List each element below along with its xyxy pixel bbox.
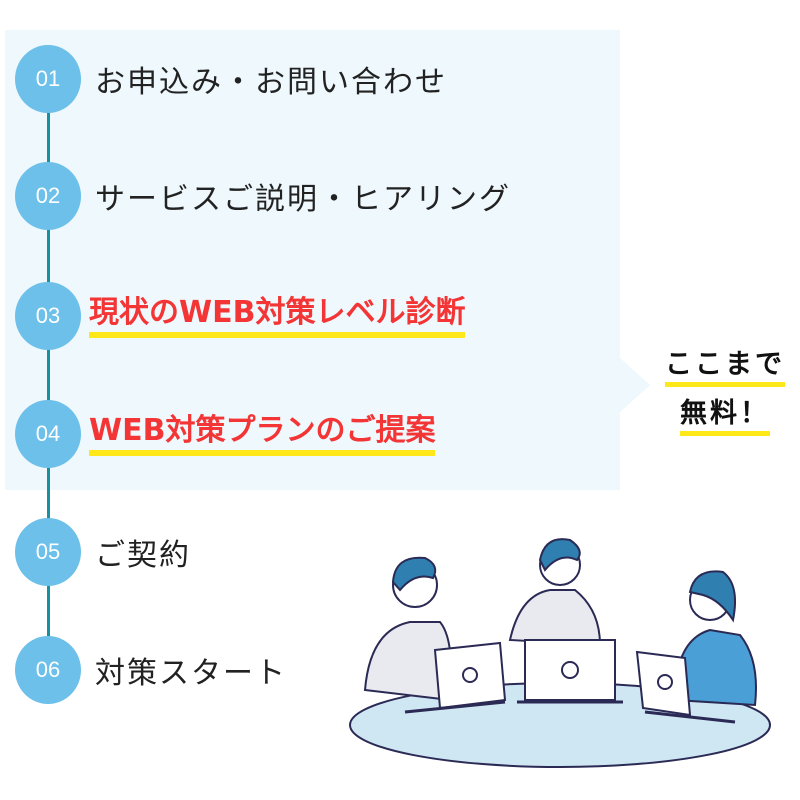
free-steps-panel	[5, 30, 620, 490]
person-middle-icon	[508, 538, 602, 647]
free-callout: ここまで 無料！	[650, 348, 800, 446]
panel-pointer	[620, 358, 650, 412]
timeline-line	[47, 80, 50, 680]
meeting-illustration	[349, 538, 771, 768]
step-number-badge: 02	[15, 162, 81, 230]
step-number-badge: 06	[15, 636, 81, 704]
step-label: お申込み・お問い合わせ	[95, 65, 447, 100]
step-01: 01 お申込み・お問い合わせ	[15, 45, 447, 113]
laptop-middle-icon	[517, 639, 623, 704]
step-number-badge: 03	[15, 282, 81, 350]
step-02: 02 サービスご説明・ヒアリング	[15, 162, 511, 230]
laptop-right-icon	[635, 650, 736, 724]
step-number-badge: 05	[15, 518, 81, 586]
free-callout-line2: 無料！	[680, 397, 770, 436]
step-label: ご契約	[95, 538, 191, 573]
free-callout-line1: ここまで	[665, 348, 785, 387]
step-06: 06 対策スタート	[15, 636, 287, 704]
step-label: サービスご説明・ヒアリング	[95, 182, 511, 217]
step-03: 03 現状のWEB対策レベル診断	[15, 282, 466, 350]
step-number-badge: 04	[15, 400, 81, 468]
step-label: 対策スタート	[95, 656, 287, 691]
laptop-left-icon	[404, 641, 507, 714]
step-label-highlighted: 現状のWEB対策レベル診断	[89, 294, 466, 338]
person-left-icon	[363, 556, 453, 702]
person-right-icon	[673, 570, 757, 707]
step-04: 04 WEB対策プランのご提案	[15, 400, 436, 468]
step-05: 05 ご契約	[15, 518, 191, 586]
step-number-badge: 01	[15, 45, 81, 113]
step-label-highlighted: WEB対策プランのご提案	[89, 412, 436, 456]
